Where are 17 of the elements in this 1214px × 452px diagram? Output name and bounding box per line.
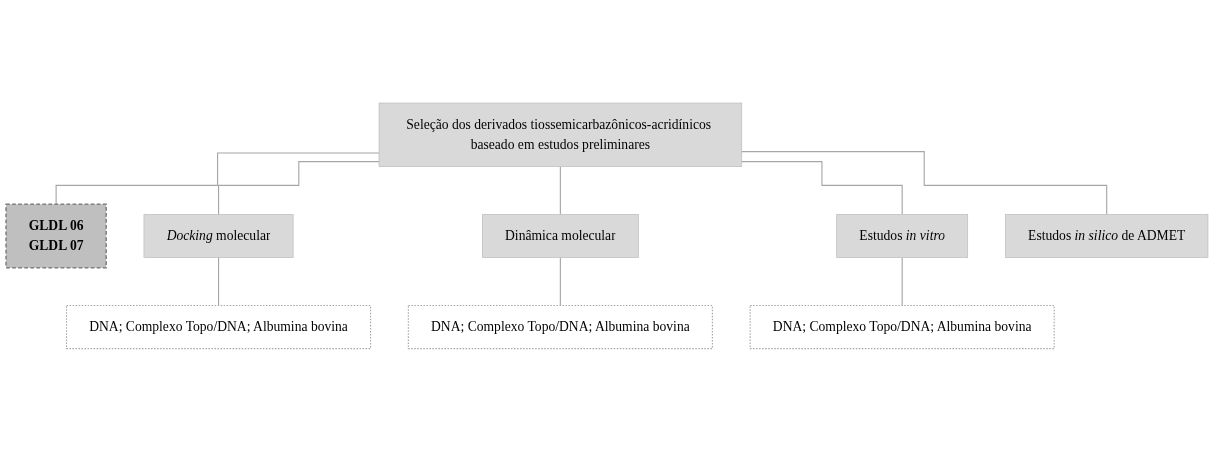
connector (559, 257, 561, 307)
connector (559, 166, 561, 216)
connector (218, 257, 220, 307)
connector (55, 152, 380, 206)
connector (741, 151, 1108, 216)
node-box: Docking molecular (143, 214, 294, 259)
node-box: Dinâmica molecular (482, 214, 639, 259)
connector (741, 161, 903, 216)
node-box: Seleção dos derivados tiossemicarbazônicos-acridínicos baseado em estudos preliminares (378, 102, 743, 168)
node-box: DNA; Complexo Topo/DNA; Albumina bovina (749, 305, 1055, 350)
connector (901, 257, 903, 307)
node-box: DNA; Complexo Topo/DNA; Albumina bovina (65, 305, 372, 350)
node-box: Estudos in silico de ADMET (1005, 214, 1209, 259)
connector (218, 161, 380, 216)
node-box: GLDL 06 GLDL 07 (5, 203, 107, 269)
node-box: Estudos in vitro (836, 214, 969, 259)
node-box: DNA; Complexo Topo/DNA; Albumina bovina (407, 305, 713, 350)
